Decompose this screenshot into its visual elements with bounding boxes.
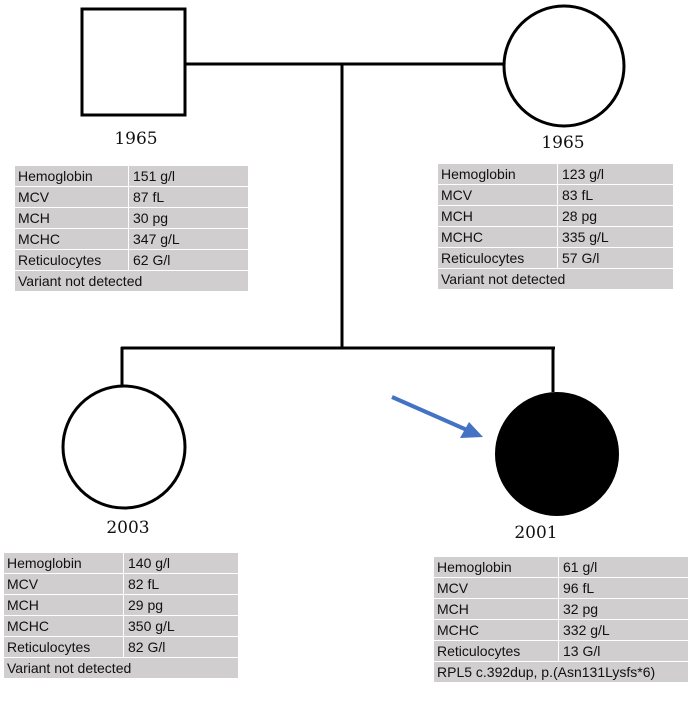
lab-name: Reticulocytes: [15, 250, 129, 270]
lab-row-hemoglobin: Hemoglobin 151 g/l: [15, 166, 248, 187]
lab-name: Hemoglobin: [438, 164, 558, 184]
lab-name: Reticulocytes: [4, 637, 124, 657]
lab-name: Hemoglobin: [15, 166, 129, 186]
father-square-symbol: [80, 7, 187, 117]
lab-row-mch: MCH 32 pg: [434, 599, 688, 620]
lab-name: MCV: [438, 185, 558, 205]
lab-value: 28 pg: [562, 208, 598, 224]
lab-value: 350 g/L: [128, 618, 175, 634]
variant-row: RPL5 c.392dup, p.(Asn131Lysfs*6): [434, 662, 688, 682]
lab-value: 13 G/l: [563, 643, 601, 659]
father-birth-year: 1965: [114, 129, 158, 149]
lab-row-mchc: MCHC 347 g/L: [15, 229, 248, 250]
variant-status: Variant not detected: [441, 271, 566, 287]
lab-value: 61 g/l: [563, 559, 598, 575]
lab-value: 30 pg: [133, 210, 169, 226]
lab-value: 335 g/L: [562, 229, 609, 245]
lab-value: 332 g/L: [563, 622, 610, 638]
variant-status: RPL5 c.392dup, p.(Asn131Lysfs*6): [437, 664, 656, 680]
lab-name: MCHC: [15, 229, 129, 249]
lab-value: 123 g/l: [562, 166, 605, 182]
lab-value: 87 fL: [133, 189, 165, 205]
sibling-lab-table: Hemoglobin 140 g/l MCV 82 fL MCH 29 pg M…: [4, 553, 238, 678]
proband-lab-table: Hemoglobin 61 g/l MCV 96 fL MCH 32 pg MC…: [434, 557, 688, 682]
lab-row-mch: MCH 29 pg: [4, 595, 238, 616]
lab-name: Hemoglobin: [4, 553, 124, 573]
variant-row: Variant not detected: [15, 271, 248, 291]
lab-name: MCH: [15, 208, 129, 228]
lab-value: 96 fL: [563, 580, 595, 596]
lab-value: 82 G/l: [128, 639, 166, 655]
lab-name: MCH: [4, 595, 124, 615]
variant-row: Variant not detected: [438, 269, 673, 289]
lab-value: 83 fL: [562, 187, 594, 203]
lab-value: 29 pg: [128, 597, 164, 613]
proband-arrow-head-icon: [460, 422, 483, 438]
proband-birth-year: 2001: [514, 523, 558, 543]
proband-filled-circle-symbol: [495, 392, 619, 516]
mother-circle-symbol: [502, 4, 626, 128]
lab-value: 151 g/l: [133, 168, 176, 184]
lab-row-mcv: MCV 82 fL: [4, 574, 238, 595]
lab-name: MCH: [434, 599, 559, 619]
lab-value: 82 fL: [128, 576, 160, 592]
lab-row-mcv: MCV 96 fL: [434, 578, 688, 599]
lab-row-mchc: MCHC 350 g/L: [4, 616, 238, 637]
sibling-circle-symbol: [61, 384, 187, 510]
variant-row: Variant not detected: [4, 658, 238, 678]
proband-arrow-icon: [391, 395, 468, 432]
lab-row-reticulocytes: Reticulocytes 13 G/l: [434, 641, 688, 662]
father-lab-table: Hemoglobin 151 g/l MCV 87 fL MCH 30 pg M…: [15, 166, 248, 291]
lab-value: 62 G/l: [133, 252, 171, 268]
lab-name: MCHC: [438, 227, 558, 247]
lab-value: 32 pg: [563, 601, 599, 617]
lab-name: MCV: [434, 578, 559, 598]
lab-name: MCV: [4, 574, 124, 594]
lab-row-mch: MCH 28 pg: [438, 206, 673, 227]
lab-name: MCH: [438, 206, 558, 226]
mother-birth-year: 1965: [541, 133, 585, 153]
lab-name: MCV: [15, 187, 129, 207]
lab-row-mch: MCH 30 pg: [15, 208, 248, 229]
lab-row-hemoglobin: Hemoglobin 61 g/l: [434, 557, 688, 578]
sibling-birth-year: 2003: [106, 518, 150, 538]
lab-name: Reticulocytes: [434, 641, 559, 661]
variant-status: Variant not detected: [18, 273, 143, 289]
lab-row-reticulocytes: Reticulocytes 62 G/l: [15, 250, 248, 271]
lab-value: 347 g/L: [133, 231, 180, 247]
lab-name: MCHC: [4, 616, 124, 636]
lab-row-reticulocytes: Reticulocytes 82 G/l: [4, 637, 238, 658]
lab-name: Hemoglobin: [434, 557, 559, 577]
lab-row-hemoglobin: Hemoglobin 140 g/l: [4, 553, 238, 574]
lab-value: 140 g/l: [128, 555, 171, 571]
variant-status: Variant not detected: [7, 660, 132, 676]
lab-value: 57 G/l: [562, 250, 600, 266]
lab-name: MCHC: [434, 620, 559, 640]
lab-row-hemoglobin: Hemoglobin 123 g/l: [438, 164, 673, 185]
mother-lab-table: Hemoglobin 123 g/l MCV 83 fL MCH 28 pg M…: [438, 164, 673, 289]
lab-row-mchc: MCHC 332 g/L: [434, 620, 688, 641]
lab-row-mcv: MCV 83 fL: [438, 185, 673, 206]
lab-row-mchc: MCHC 335 g/L: [438, 227, 673, 248]
lab-row-mcv: MCV 87 fL: [15, 187, 248, 208]
lab-name: Reticulocytes: [438, 248, 558, 268]
lab-row-reticulocytes: Reticulocytes 57 G/l: [438, 248, 673, 269]
